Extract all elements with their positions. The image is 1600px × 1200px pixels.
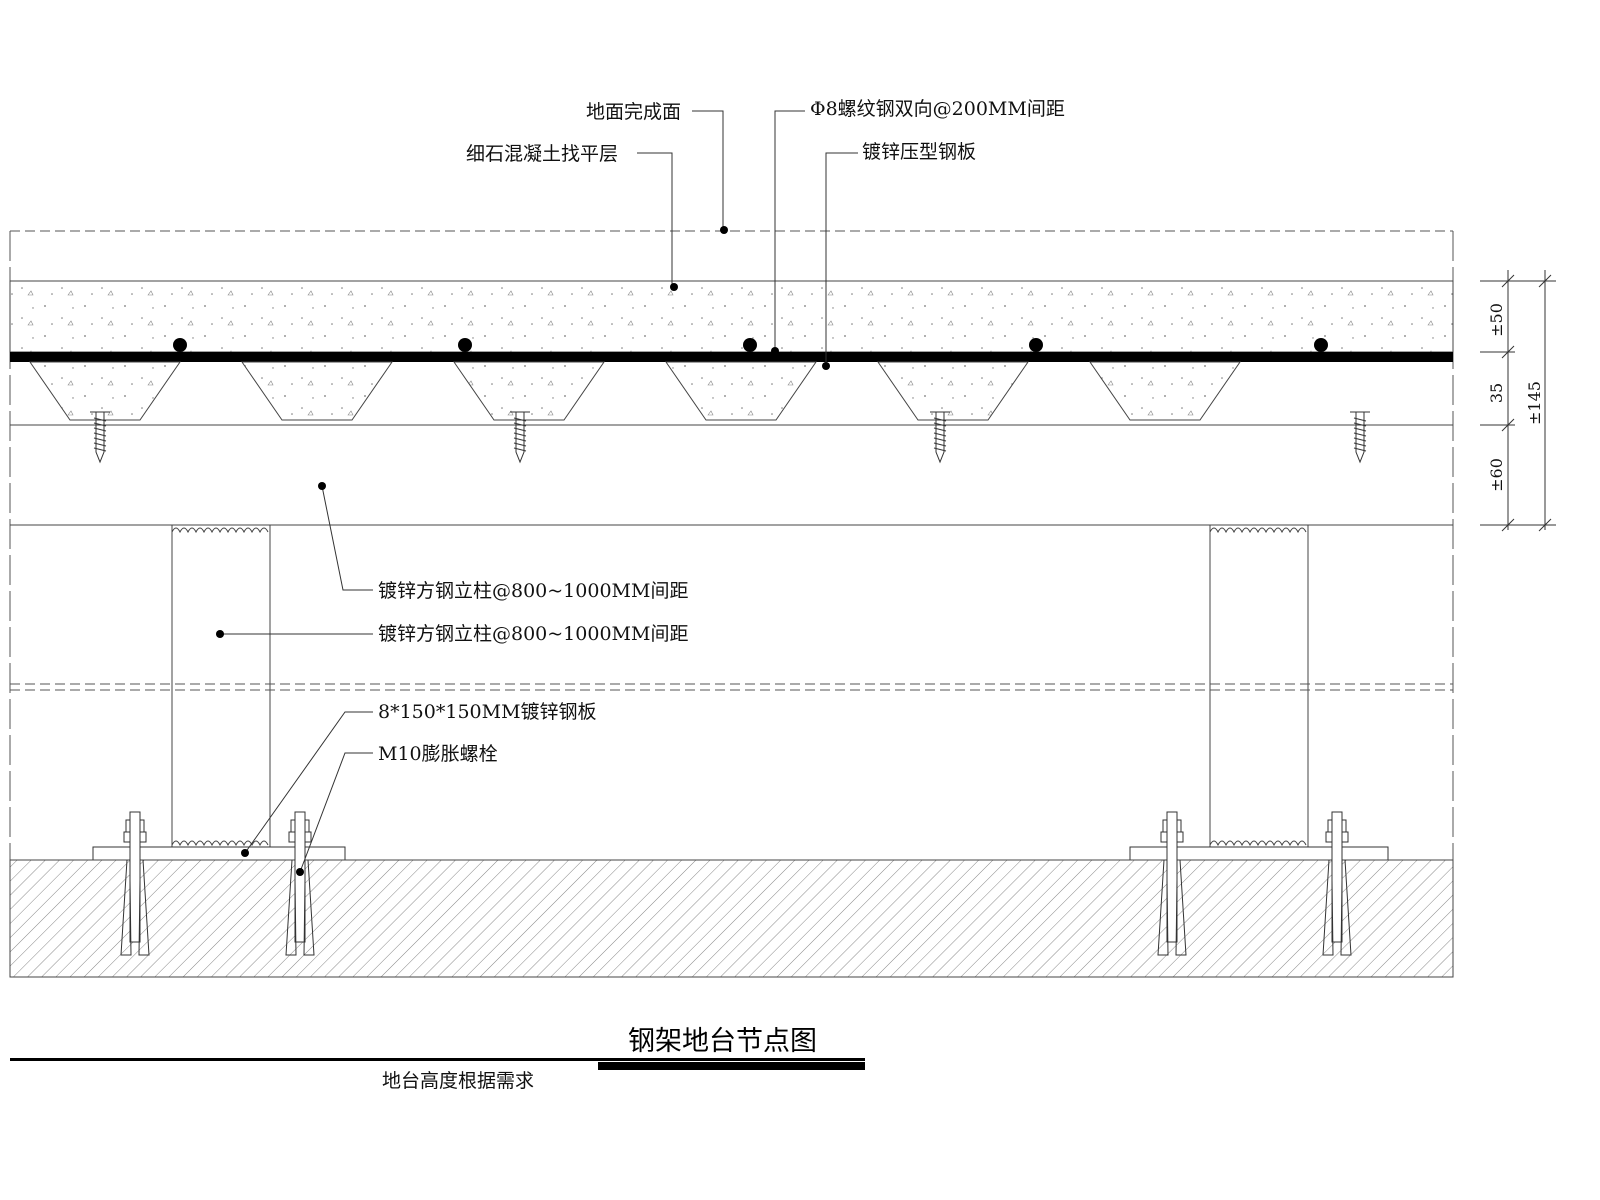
corrugated-deck (29, 361, 1241, 421)
dimension-35: 35 (1487, 383, 1506, 403)
dimension-total: ±145 (1525, 381, 1544, 425)
rebar-dots (173, 338, 1328, 352)
label-column-2: 镀锌方钢立柱@800~1000MM间距 (378, 623, 688, 645)
label-rebar: Φ8螺纹钢双向@200MM间距 (810, 98, 1065, 120)
concrete-ground (9, 859, 1454, 978)
break-lines (10, 683, 1453, 691)
dimension-lines (1480, 270, 1556, 532)
expansion-bolts (120, 811, 1352, 956)
bolt-icon (285, 811, 315, 956)
title-underline-thin (10, 1058, 865, 1061)
label-screed: 细石混凝土找平层 (466, 143, 618, 165)
deck-rib (453, 361, 605, 421)
deck-rib (1089, 361, 1241, 421)
steel-columns (171, 524, 1309, 848)
deck-rib (29, 361, 181, 421)
drawing-subtitle: 地台高度根据需求 (382, 1070, 534, 1092)
deck-rib (665, 361, 817, 421)
label-finish-surface: 地面完成面 (586, 101, 681, 123)
steel-deck-plate (10, 352, 1453, 362)
deck-rib (241, 361, 393, 421)
label-base-plate: 8*150*150MM镀锌钢板 (378, 701, 597, 723)
dimension-50: ±50 (1487, 303, 1506, 337)
screw-icon (510, 411, 530, 464)
rebar-dot (458, 338, 472, 352)
drawing-title: 钢架地台节点图 (628, 1026, 817, 1057)
screed-layer (9, 280, 1454, 353)
self-tapping-screws (90, 411, 1370, 464)
dimension-60: ±60 (1487, 458, 1506, 492)
bolt-icon (120, 811, 150, 956)
rebar-dot (743, 338, 757, 352)
base-plates (92, 846, 1389, 861)
label-deck: 镀锌压型钢板 (862, 141, 976, 163)
deck-rib (877, 361, 1029, 421)
rebar-dot (1314, 338, 1328, 352)
label-column-1: 镀锌方钢立柱@800~1000MM间距 (378, 580, 688, 602)
leader-dots (216, 226, 830, 876)
screw-icon (90, 411, 110, 464)
leader-lines (220, 110, 858, 873)
rebar-dot (173, 338, 187, 352)
screw-icon (930, 411, 950, 464)
rebar-dot (1029, 338, 1043, 352)
bolt-icon (1157, 811, 1187, 956)
title-underline-thick (598, 1062, 865, 1070)
screw-icon (1350, 411, 1370, 464)
bolt-icon (1322, 811, 1352, 956)
label-bolt: M10膨胀螺栓 (378, 743, 498, 765)
